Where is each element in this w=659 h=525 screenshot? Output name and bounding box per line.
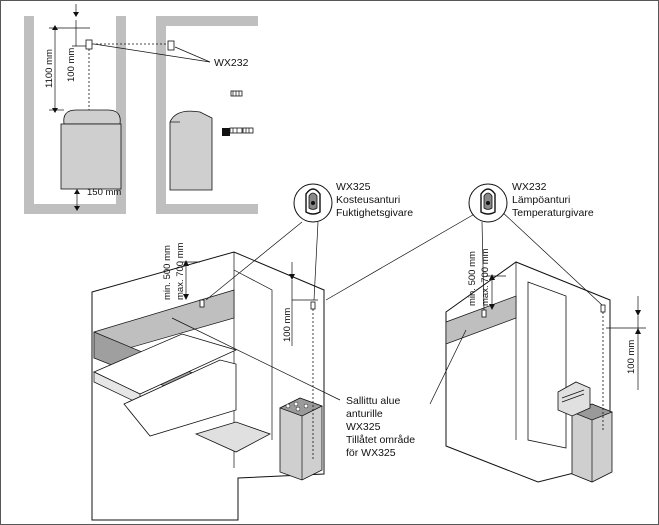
left-dim-height-arrow-bottom (183, 294, 189, 300)
left-bench-step (194, 421, 271, 453)
left-dim-100-label: 100 mm (282, 308, 293, 342)
sensor-clip-icon-wx232 (468, 183, 508, 223)
left-dim-100-arrow-top (289, 274, 295, 280)
right-sensor-sv: Temperaturgivare (512, 207, 594, 219)
right-sauna-room: min. 500 mm max. 700 mm 100 mm (325, 209, 646, 483)
right-dim-100-label: 100 mm (626, 340, 637, 374)
inset-arrow-150-top (74, 189, 80, 194)
cross-leader-to-left-wx232 (325, 211, 479, 301)
inset-leader-front (93, 43, 211, 63)
left-height-max-label: max. 700 mm (175, 242, 186, 300)
inset-sensor-wx232-front (85, 39, 93, 50)
left-room-door-frame (233, 269, 273, 440)
left-dim-height-arrow-top (183, 260, 189, 266)
right-sensor-fi: Lämpöanturi (512, 194, 570, 206)
inset-dim-1100-label: 1100 mm (44, 49, 55, 88)
left-zone-label-5: för WX325 (346, 447, 396, 459)
left-leader-wx325 (205, 221, 303, 301)
inset-dim-150-label: 150 mm (87, 187, 121, 198)
left-sensor-sv: Fuktighetsgivare (336, 207, 413, 219)
inset-stove-side (169, 110, 213, 191)
right-sensor-name: WX232 (512, 181, 547, 193)
right-dim-100-arrow-top (635, 310, 641, 316)
left-sauna-room: min. 500 mm max. 700 mm 100 mm Sallittu … (91, 221, 415, 521)
inset-elevation-front: 1100 mm 100 mm 150 mm (24, 4, 126, 214)
inset-sensor-wx232-side (167, 40, 175, 51)
right-room-door (527, 281, 567, 449)
right-leader-wx325 (481, 221, 485, 311)
inset-fastener-symbols (222, 90, 254, 136)
right-leader-wx232 (499, 209, 603, 306)
right-height-min-label: min. 500 mm (467, 251, 478, 306)
left-sensor-wx325 (199, 299, 205, 308)
left-sensor-wx232 (310, 301, 316, 310)
inset-leader-side (174, 46, 211, 63)
left-bench-lower (123, 359, 237, 437)
sensor-clip-icon-wx325 (293, 183, 333, 223)
inset-stove-body (60, 123, 122, 190)
inset-arrow-1100-top (52, 25, 58, 30)
right-sensor-wx325 (481, 309, 487, 318)
inset-stove-top (63, 109, 121, 125)
right-sensor-wx232 (600, 304, 606, 313)
left-zone-label-1: Sallittu alue (346, 395, 400, 407)
left-zone-label-2: anturille (346, 408, 383, 420)
left-zone-label-4: Tillåtet område (346, 434, 415, 446)
right-stove (557, 381, 613, 483)
right-dim-100-arrow-bottom (635, 328, 641, 334)
left-room-outline (91, 251, 325, 521)
inset-arrow-150-bottom (74, 206, 80, 211)
left-stove (279, 397, 323, 481)
inset-elevation-side: WX232 (92, 16, 258, 214)
inset-dim-100-label: 100 mm (66, 48, 77, 82)
inset-wx232-label: WX232 (214, 57, 249, 69)
right-dim-height-arrow-bottom (489, 304, 495, 310)
left-sensor-name: WX325 (336, 181, 371, 193)
left-leader-wx232 (313, 221, 319, 301)
inset-ceiling-arrow (73, 12, 79, 17)
right-zone-leader (429, 329, 467, 405)
left-zone-label-3: WX325 (346, 421, 381, 433)
left-sensor-fi: Kosteusanturi (336, 194, 400, 206)
inset-arrow-1100-bottom (52, 108, 58, 113)
right-dim-height-arrow-top (489, 274, 495, 280)
left-height-min-label: min. 500 mm (162, 245, 173, 300)
left-zone-leader (171, 317, 341, 401)
right-height-max-label: max. 700 mm (480, 248, 491, 306)
